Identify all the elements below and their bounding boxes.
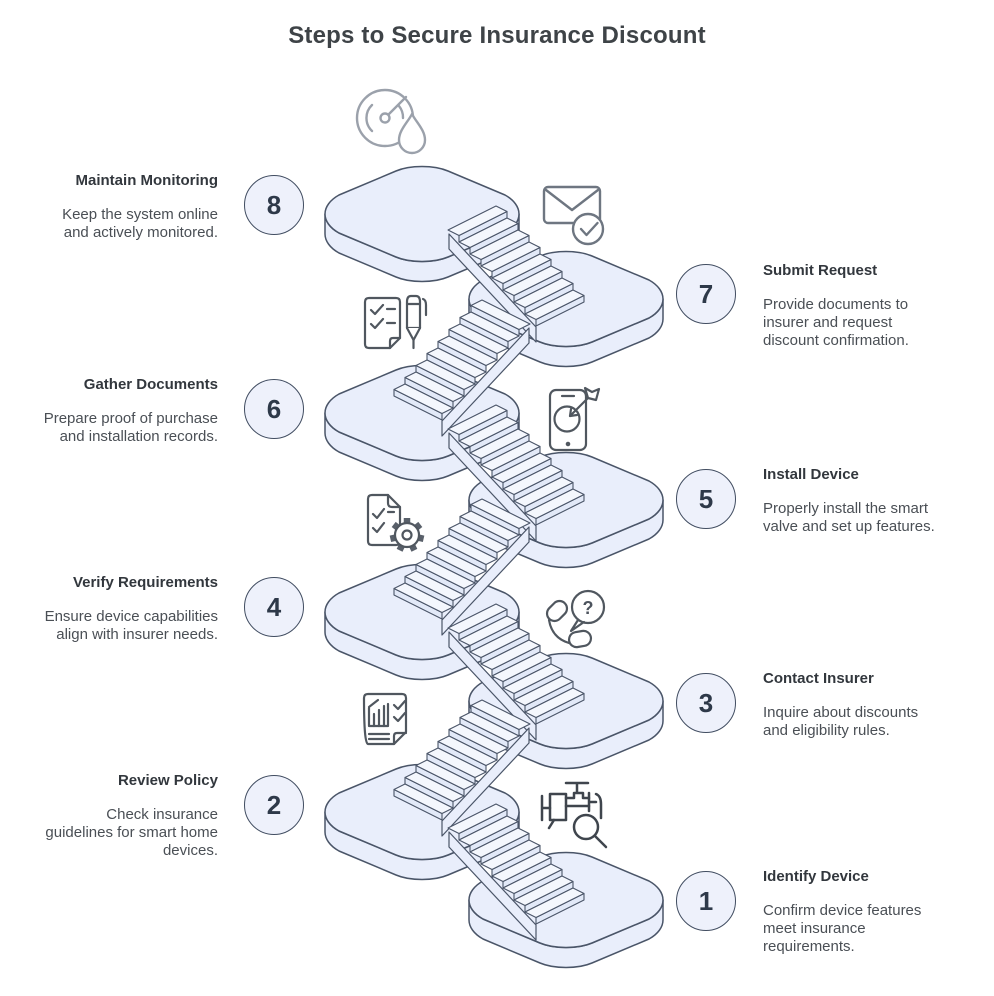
step-title: Verify Requirements — [72, 574, 218, 591]
step-8-text: Maintain Monitoring Keep the system onli… — [18, 172, 218, 242]
step-3-badge: 3 — [676, 673, 736, 733]
step-5-text: Install Device Properly install the smar… — [763, 466, 968, 536]
step-1-text: Identify Device Confirm device features … — [763, 868, 968, 956]
step-number: 2 — [266, 789, 282, 820]
checklist-pen-icon — [363, 294, 428, 350]
phone-dart-icon — [548, 386, 601, 452]
step-description: Confirm device features meet insurance r… — [763, 902, 922, 955]
page-title: Steps to Secure Insurance Discount — [288, 22, 706, 49]
step-title: Submit Request — [763, 262, 878, 279]
step-number: 6 — [266, 393, 282, 424]
step-number: 8 — [266, 189, 282, 220]
step-title: Identify Device — [763, 868, 869, 885]
step-description: Properly install the smart valve and set… — [763, 500, 935, 535]
step-number: 7 — [698, 278, 714, 309]
step-6-text: Gather Documents Prepare proof of purcha… — [18, 376, 218, 446]
step-5-badge: 5 — [676, 469, 736, 529]
step-4-text: Verify Requirements Ensure device capabi… — [18, 574, 218, 644]
document-chart-icon — [362, 692, 408, 746]
step-7-badge: 7 — [676, 264, 736, 324]
step-title: Gather Documents — [83, 376, 218, 393]
step-description: Ensure device capabilities align with in… — [44, 608, 218, 643]
document-gear-icon — [366, 493, 425, 552]
step-1-badge: 1 — [676, 871, 736, 931]
step-description: Check insurance guidelines for smart hom… — [45, 806, 218, 859]
svg-text:?: ? — [583, 598, 594, 618]
step-number: 5 — [698, 483, 714, 514]
valve-search-icon — [540, 781, 608, 849]
step-6-badge: 6 — [244, 379, 304, 439]
step-description: Prepare proof of purchase and installati… — [43, 410, 218, 445]
step-number: 1 — [698, 885, 714, 916]
step-4-badge: 4 — [244, 577, 304, 637]
step-description: Inquire about discounts and eligibility … — [763, 704, 919, 739]
water-gauge-icon — [355, 88, 427, 155]
step-title: Maintain Monitoring — [75, 172, 218, 189]
step-2-badge: 2 — [244, 775, 304, 835]
envelope-check-icon — [542, 185, 605, 246]
step-title: Review Policy — [117, 772, 218, 789]
step-7-text: Submit Request Provide documents to insu… — [763, 262, 968, 350]
step-description: Keep the system online and actively moni… — [62, 206, 218, 241]
step-description: Provide documents to insurer and request… — [763, 296, 909, 349]
step-number: 4 — [266, 591, 282, 622]
step-3-text: Contact Insurer Inquire about discounts … — [763, 670, 968, 740]
step-2-text: Review Policy Check insurance guidelines… — [18, 772, 218, 860]
step-8-badge: 8 — [244, 175, 304, 235]
step-number: 3 — [698, 687, 714, 718]
phone-question-icon: ? — [545, 589, 606, 649]
step-title: Contact Insurer — [763, 670, 874, 687]
step-title: Install Device — [763, 466, 859, 483]
